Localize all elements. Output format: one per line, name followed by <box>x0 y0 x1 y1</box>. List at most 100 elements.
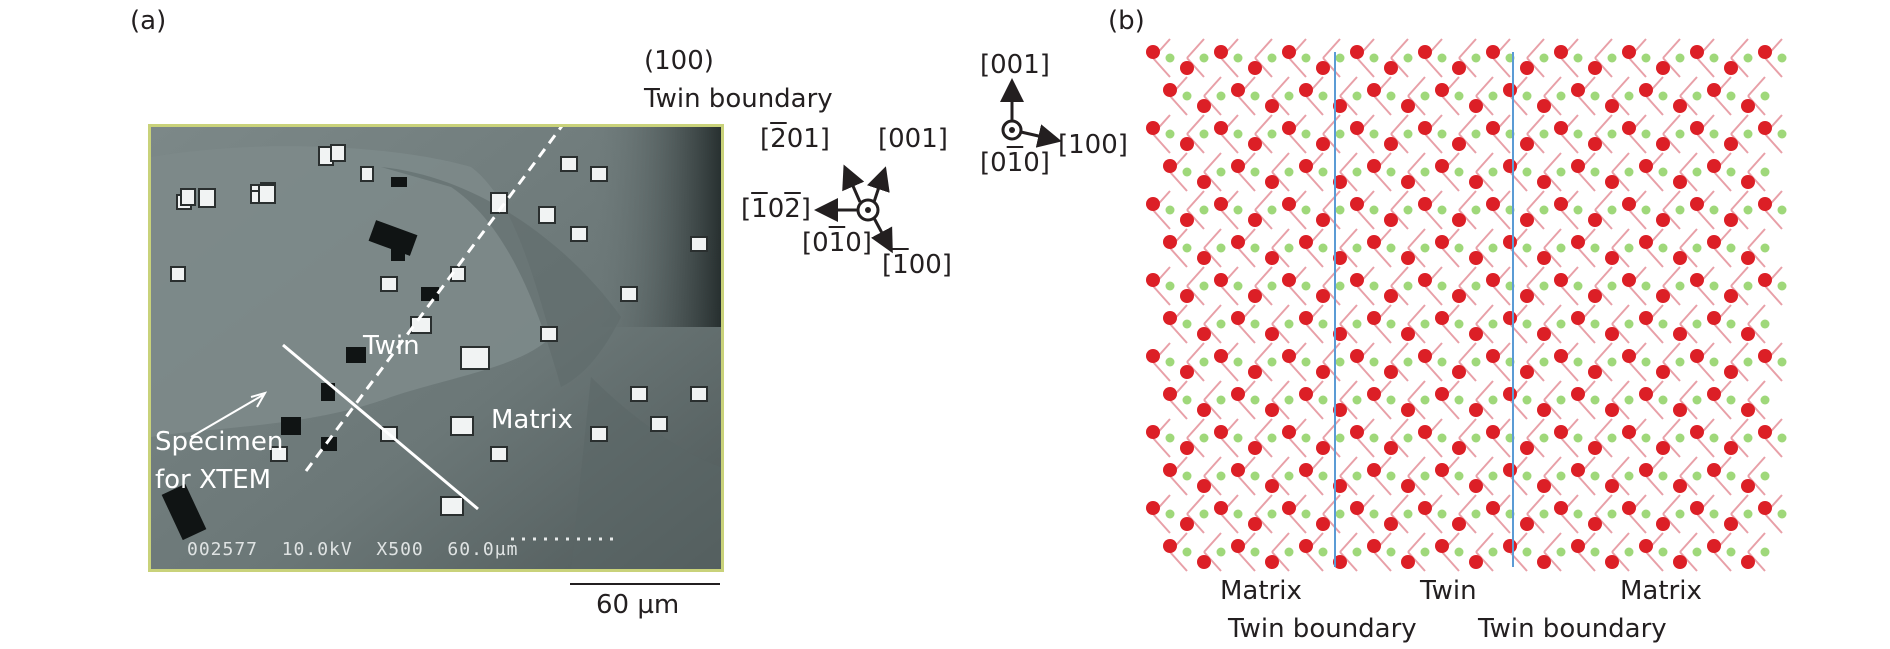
cation-atom <box>1420 167 1430 177</box>
oxygen-atom <box>1741 99 1755 113</box>
cation-atom <box>1488 395 1498 405</box>
cation-atom <box>1658 243 1668 253</box>
oxygen-atom <box>1163 539 1177 553</box>
oxygen-atom <box>1231 463 1245 477</box>
cation-atom <box>1182 243 1192 253</box>
oxygen-atom <box>1163 235 1177 249</box>
oxygen-atom <box>1469 327 1483 341</box>
oxygen-atom <box>1639 463 1653 477</box>
cation-atom <box>1454 547 1464 557</box>
cation-atom <box>1692 395 1702 405</box>
cation-atom <box>1369 205 1379 215</box>
cation-atom <box>1216 319 1226 329</box>
cation-atom <box>1267 357 1277 367</box>
lattice-bond <box>1679 532 1698 572</box>
cation-atom <box>1624 471 1634 481</box>
oxygen-atom <box>1673 175 1687 189</box>
oxygen-atom <box>1248 517 1262 531</box>
oxygen-atom <box>1758 349 1772 363</box>
twin-boundary-left-label: Twin boundary <box>1228 614 1417 644</box>
lattice-bond <box>1662 114 1681 154</box>
oxygen-atom <box>1435 159 1449 173</box>
matrix-label: Matrix <box>491 405 573 435</box>
oxygen-atom <box>1231 235 1245 249</box>
lattice-bond <box>1475 456 1494 496</box>
lattice-bond <box>1322 342 1341 382</box>
cation-atom <box>1318 91 1328 101</box>
oxygen-atom <box>1316 517 1330 531</box>
cation-atom <box>1267 129 1277 139</box>
lattice-bond <box>1594 494 1613 534</box>
lattice-bond <box>1611 532 1630 572</box>
oxygen-atom <box>1214 197 1228 211</box>
oxygen-atom <box>1333 99 1347 113</box>
oxygen-atom <box>1673 555 1687 569</box>
cation-atom <box>1726 319 1736 329</box>
cation-atom <box>1539 53 1549 63</box>
lattice-bond <box>1186 418 1205 458</box>
cation-atom <box>1301 357 1311 367</box>
cation-atom <box>1182 319 1192 329</box>
oxygen-atom <box>1605 555 1619 569</box>
oxygen-atom <box>1486 349 1500 363</box>
oxygen-atom <box>1588 441 1602 455</box>
cation-atom <box>1658 167 1668 177</box>
cation-atom <box>1743 357 1753 367</box>
cation-atom <box>1522 471 1532 481</box>
cation-atom <box>1420 243 1430 253</box>
cation-atom <box>1471 357 1481 367</box>
oxygen-atom <box>1503 83 1517 97</box>
oxygen-atom <box>1180 517 1194 531</box>
oxygen-atom <box>1554 273 1568 287</box>
oxygen-atom <box>1605 403 1619 417</box>
oxygen-atom <box>1537 327 1551 341</box>
cation-atom <box>1692 91 1702 101</box>
oxygen-atom <box>1622 501 1636 515</box>
lattice-bond <box>1543 76 1562 116</box>
lattice-bond <box>1679 76 1698 116</box>
cation-atom <box>1386 319 1396 329</box>
cation-atom <box>1573 129 1583 139</box>
oxygen-atom <box>1724 365 1738 379</box>
lattice-bond <box>1730 114 1749 154</box>
axis-001-label: [001] <box>980 50 1050 80</box>
cation-atom <box>1267 205 1277 215</box>
oxygen-atom <box>1690 121 1704 135</box>
oxygen-atom <box>1265 555 1279 569</box>
lattice-bond <box>1322 38 1341 78</box>
cation-atom <box>1199 281 1209 291</box>
oxygen-atom <box>1384 137 1398 151</box>
cation-atom <box>1165 53 1175 63</box>
cation-atom <box>1284 243 1294 253</box>
lattice-bond <box>1747 456 1766 496</box>
oxygen-atom <box>1299 311 1313 325</box>
cation-atom <box>1301 433 1311 443</box>
oxygen-atom <box>1350 45 1364 59</box>
oxygen-atom <box>1537 175 1551 189</box>
cation-atom <box>1726 243 1736 253</box>
lattice-bond <box>1407 76 1426 116</box>
oxygen-atom <box>1605 479 1619 493</box>
oxygen-atom <box>1639 311 1653 325</box>
cation-atom <box>1709 53 1719 63</box>
oxygen-atom <box>1367 235 1381 249</box>
lattice-bond <box>1611 304 1630 344</box>
oxygen-atom <box>1282 121 1296 135</box>
oxygen-atom <box>1486 273 1500 287</box>
cation-atom <box>1199 129 1209 139</box>
cation-atom <box>1573 357 1583 367</box>
cation-atom <box>1573 281 1583 291</box>
oxygen-atom <box>1554 45 1568 59</box>
cation-atom <box>1607 205 1617 215</box>
oxygen-atom <box>1367 387 1381 401</box>
cation-atom <box>1709 281 1719 291</box>
lattice-bond <box>1390 494 1409 534</box>
oxygen-atom <box>1758 501 1772 515</box>
cation-atom <box>1760 167 1770 177</box>
cation-atom <box>1454 91 1464 101</box>
oxygen-atom <box>1486 45 1500 59</box>
cation-atom <box>1590 91 1600 101</box>
cation-atom <box>1471 281 1481 291</box>
cation-atom <box>1199 509 1209 519</box>
oxygen-atom <box>1197 403 1211 417</box>
